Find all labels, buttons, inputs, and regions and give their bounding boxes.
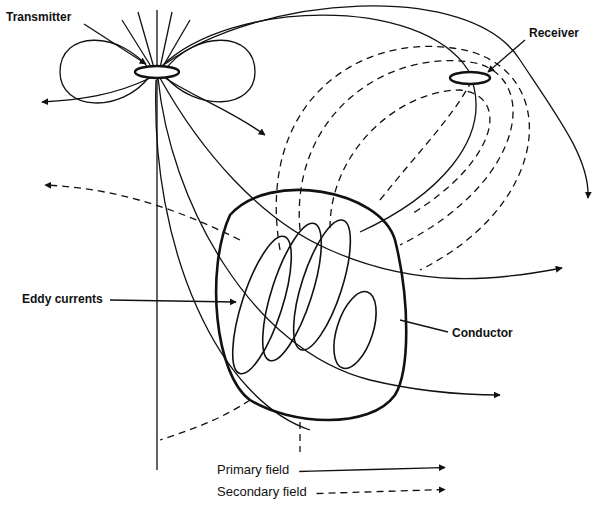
- secondary-line: [380, 84, 470, 200]
- legend-sample-line: [299, 468, 445, 472]
- field-line: [162, 15, 476, 232]
- legend-label: Primary field: [215, 462, 291, 477]
- part-label: Eddy currents: [20, 292, 105, 307]
- field-line: [165, 78, 265, 135]
- secondary-line: [299, 61, 513, 245]
- secondary-line: [330, 90, 490, 228]
- legend-sample-line: [317, 490, 445, 494]
- eddy-loop: [326, 286, 385, 373]
- legend-label: Secondary field: [215, 484, 309, 499]
- eddy-loop: [282, 214, 362, 356]
- transmitter-coil: [135, 66, 179, 78]
- eddy-loop: [221, 230, 304, 379]
- primary-field-lines: [42, 6, 588, 470]
- leader-line: [400, 320, 448, 332]
- secondary-line: [160, 400, 250, 440]
- part-label: Conductor: [450, 326, 515, 341]
- field-line: [162, 20, 190, 68]
- field-line: [158, 78, 500, 395]
- leader-line: [110, 300, 236, 302]
- part-label: Transmitter: [4, 10, 73, 25]
- receiver-coil: [450, 72, 490, 84]
- field-line: [122, 20, 152, 68]
- secondary-line: [299, 422, 300, 452]
- leader-line: [84, 24, 146, 64]
- secondary-field-lines: [45, 46, 529, 452]
- conductor-body: [216, 190, 406, 420]
- secondary-line: [276, 46, 529, 270]
- leader-lines: [84, 24, 525, 332]
- leader-line: [488, 40, 525, 72]
- field-line: [42, 78, 150, 102]
- eddy-current-loops: [221, 214, 385, 380]
- secondary-line: [45, 185, 240, 240]
- part-label: Receiver: [527, 26, 581, 41]
